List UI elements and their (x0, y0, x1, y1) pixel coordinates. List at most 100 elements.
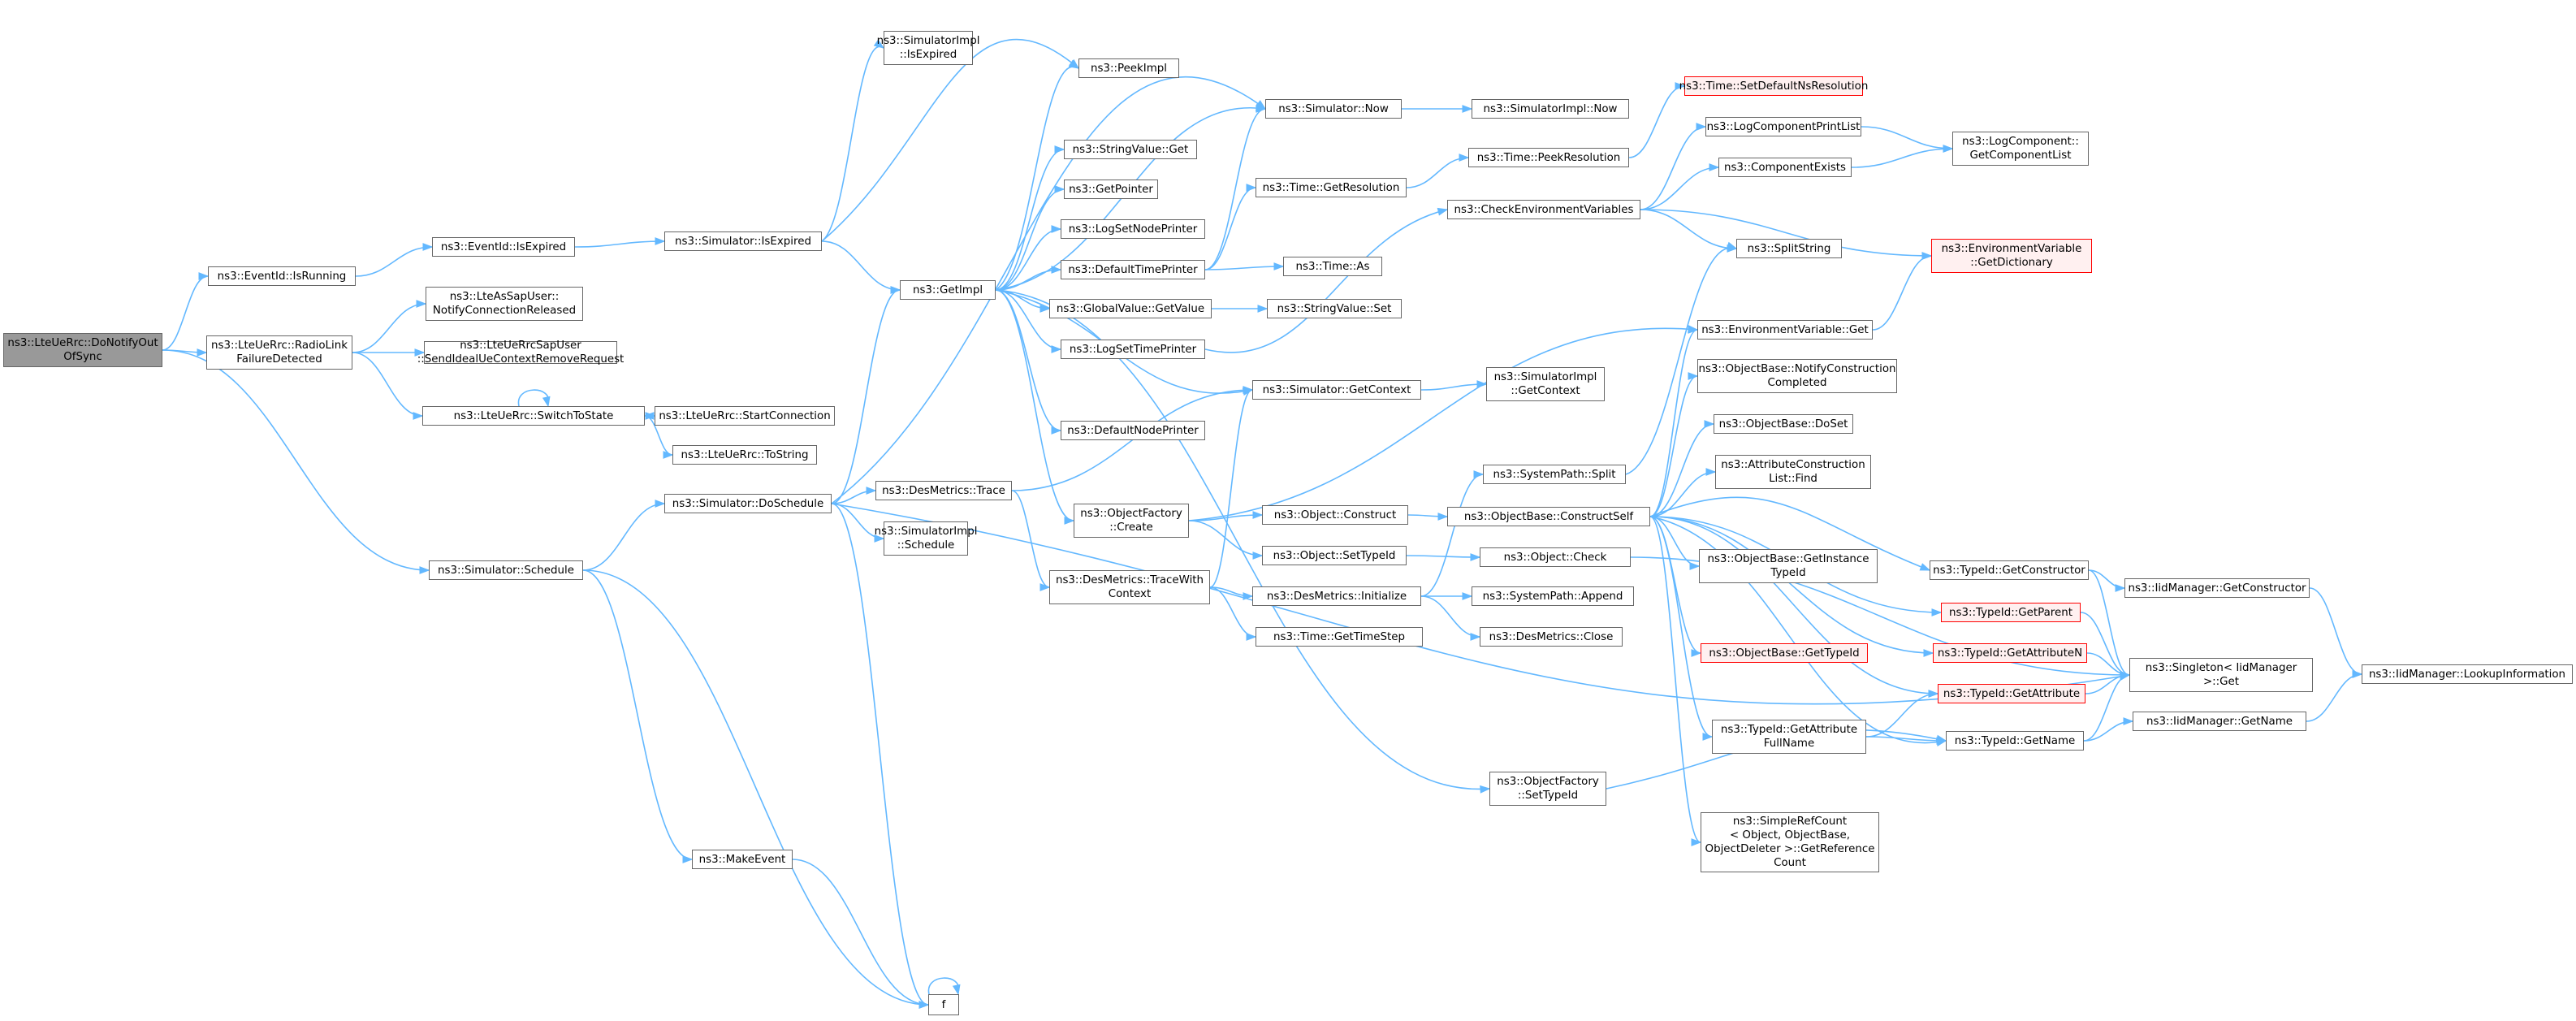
graph-node[interactable]: ns3::ObjectFactory::Create (1074, 504, 1189, 538)
graph-node[interactable]: ns3::Simulator::Schedule (429, 560, 583, 580)
graph-node[interactable]: ns3::ComponentExists (1718, 158, 1852, 177)
graph-node[interactable]: ns3::IidManager::LookupInformation (2362, 664, 2573, 684)
graph-node[interactable]: ns3::LogComponentPrintList (1705, 117, 1861, 136)
graph-node[interactable]: ns3::LteUeRrc::ToString (672, 445, 817, 465)
call-edge (162, 349, 430, 571)
node-label-line: ns3::StringValue::Get (1072, 143, 1189, 156)
graph-node[interactable]: ns3::CheckEnvironmentVariables (1447, 200, 1640, 219)
graph-node[interactable]: ns3::Time::GetTimeStep (1256, 627, 1423, 647)
graph-node[interactable]: ns3::EventId::IsRunning (208, 266, 356, 286)
graph-node[interactable]: ns3::DesMetrics::Initialize (1252, 586, 1421, 606)
edge-arrowhead (1470, 553, 1481, 561)
node-label-line: ns3::IidManager::GetConstructor (2128, 582, 2306, 595)
node-label-line: Completed (1767, 377, 1827, 389)
graph-node[interactable]: ns3::Time::As (1283, 257, 1382, 276)
graph-node[interactable]: f (928, 994, 959, 1015)
graph-node[interactable]: ns3::ObjectBase::ConstructSelf (1447, 507, 1650, 526)
graph-node[interactable]: ns3::GetImpl (900, 280, 996, 300)
graph-node[interactable]: ns3::TypeId::GetParent (1941, 603, 2081, 622)
graph-node[interactable]: ns3::LteUeRrc::StartConnection (655, 406, 835, 426)
node-label-line: ::Create (1109, 521, 1153, 534)
graph-node[interactable]: ns3::SystemPath::Split (1483, 465, 1626, 484)
edge-arrowhead (1675, 82, 1686, 90)
graph-node[interactable]: ns3::SimpleRefCount< Object, ObjectBase,… (1701, 812, 1879, 872)
graph-node[interactable]: ns3::PeekImpl (1078, 58, 1179, 78)
graph-node[interactable]: ns3::DefaultNodePrinter (1061, 421, 1205, 440)
edge-arrowhead (414, 348, 426, 357)
graph-node[interactable]: ns3::DesMetrics::Close (1480, 627, 1623, 647)
node-label-line: ns3::ObjectBase::DoSet (1718, 417, 1848, 430)
graph-node[interactable]: ns3::IidManager::GetConstructor (2124, 578, 2310, 598)
graph-node[interactable]: ns3::Simulator::Now (1265, 99, 1402, 119)
graph-node[interactable]: ns3::ObjectFactory::SetTypeId (1489, 772, 1606, 806)
call-edge (1649, 496, 1930, 571)
graph-node[interactable]: ns3::EnvironmentVariable::Get (1697, 320, 1873, 340)
node-label-line: ns3::ObjectBase::ConstructSelf (1463, 510, 1634, 523)
edge-arrowhead (1462, 592, 1473, 600)
graph-node[interactable]: ns3::DesMetrics::Trace (875, 481, 1012, 500)
graph-node[interactable]: ns3::DefaultTimePrinter (1061, 260, 1205, 279)
graph-node[interactable]: ns3::SimulatorImpl::Now (1472, 99, 1629, 119)
edge-arrowhead (1054, 145, 1065, 154)
graph-node[interactable]: ns3::Object::Construct (1262, 505, 1408, 525)
graph-node[interactable]: ns3::TypeId::GetAttributeN (1933, 643, 2087, 663)
graph-node[interactable]: ns3::LteUeRrc::SwitchToState (422, 406, 645, 426)
edge-arrowhead (918, 1001, 930, 1009)
graph-node[interactable]: ns3::SplitString (1736, 239, 1842, 258)
graph-node[interactable]: ns3::Singleton< IidManager>::Get (2129, 658, 2313, 692)
graph-node[interactable]: ns3::ObjectBase::DoSet (1714, 414, 1853, 434)
graph-node[interactable]: ns3::SystemPath::Append (1472, 586, 1634, 606)
graph-node[interactable]: ns3::LogSetNodePrinter (1061, 219, 1205, 239)
graph-node[interactable]: ns3::SimulatorImpl::Schedule (875, 521, 977, 556)
graph-node[interactable]: ns3::ObjectBase::GetTypeId (1701, 643, 1868, 663)
graph-node[interactable]: ns3::LteAsSapUser::NotifyConnectionRelea… (426, 287, 583, 321)
call-edge (1628, 85, 1685, 158)
graph-node[interactable]: ns3::GlobalValue::GetValue (1049, 299, 1212, 318)
node-label-line: ns3::ObjectBase::GetTypeId (1709, 647, 1860, 660)
graph-node[interactable]: ns3::TypeId::GetName (1946, 731, 2084, 751)
graph-node[interactable]: ns3::MakeEvent (692, 850, 793, 869)
graph-node[interactable]: ns3::Time::GetResolution (1256, 178, 1407, 197)
graph-node[interactable]: ns3::SimulatorImpl::IsExpired (877, 31, 979, 65)
graph-node[interactable]: ns3::Simulator::GetContext (1252, 380, 1421, 400)
graph-node[interactable]: ns3::IidManager::GetName (2133, 712, 2306, 731)
graph-node[interactable]: ns3::EnvironmentVariable::GetDictionary (1931, 239, 2092, 273)
graph-node[interactable]: ns3::Object::SetTypeId (1262, 546, 1407, 565)
edge-arrowhead (1459, 154, 1470, 162)
graph-node[interactable]: ns3::EventId::IsExpired (432, 237, 575, 257)
graph-node[interactable]: ns3::LteUeRrcSapUser::SendIdealUeContext… (417, 340, 625, 366)
graph-node[interactable]: ns3::LogComponent::GetComponentList (1952, 132, 2089, 166)
node-label-line: ns3::GetImpl (912, 283, 983, 296)
graph-node[interactable]: ns3::StringValue::Set (1267, 299, 1402, 318)
graph-node[interactable]: ns3::StringValue::Get (1064, 140, 1197, 159)
edge-arrowhead (1689, 562, 1701, 570)
call-edge (2088, 569, 2130, 676)
call-edge (162, 275, 209, 351)
node-label-line: GetComponentList (1969, 149, 2072, 162)
node-label-line: ns3::MakeEvent (698, 853, 786, 866)
graph-node[interactable]: ns3::Time::SetDefaultNsResolution (1679, 76, 1868, 96)
graph-node[interactable]: ns3::TypeId::GetAttribute (1938, 684, 2085, 703)
graph-node[interactable]: ns3::SimulatorImpl::GetContext (1486, 367, 1605, 401)
edge-arrowhead (1243, 592, 1254, 600)
graph-node[interactable]: ns3::Simulator::DoSchedule (664, 494, 832, 513)
node-label-line: ns3::SimulatorImpl::Now (1483, 102, 1618, 115)
call-edge (1649, 516, 1938, 694)
node-label-line: NotifyConnectionReleased (432, 305, 577, 317)
edge-arrowhead (419, 566, 430, 574)
edge-arrowhead (1246, 184, 1257, 192)
graph-node[interactable]: ns3::LogSetTimePrinter (1061, 340, 1205, 359)
graph-node[interactable]: ns3::TypeId::GetConstructor (1930, 560, 2089, 580)
edge-arrowhead (2352, 670, 2363, 678)
graph-node[interactable]: ns3::Time::PeekResolution (1468, 148, 1629, 167)
edge-arrowhead (1705, 468, 1717, 476)
graph-node[interactable]: ns3::Simulator::IsExpired (664, 231, 822, 251)
graph-node[interactable]: ns3::Object::Check (1480, 547, 1631, 567)
graph-node[interactable]: ns3::GetPointer (1064, 180, 1158, 199)
